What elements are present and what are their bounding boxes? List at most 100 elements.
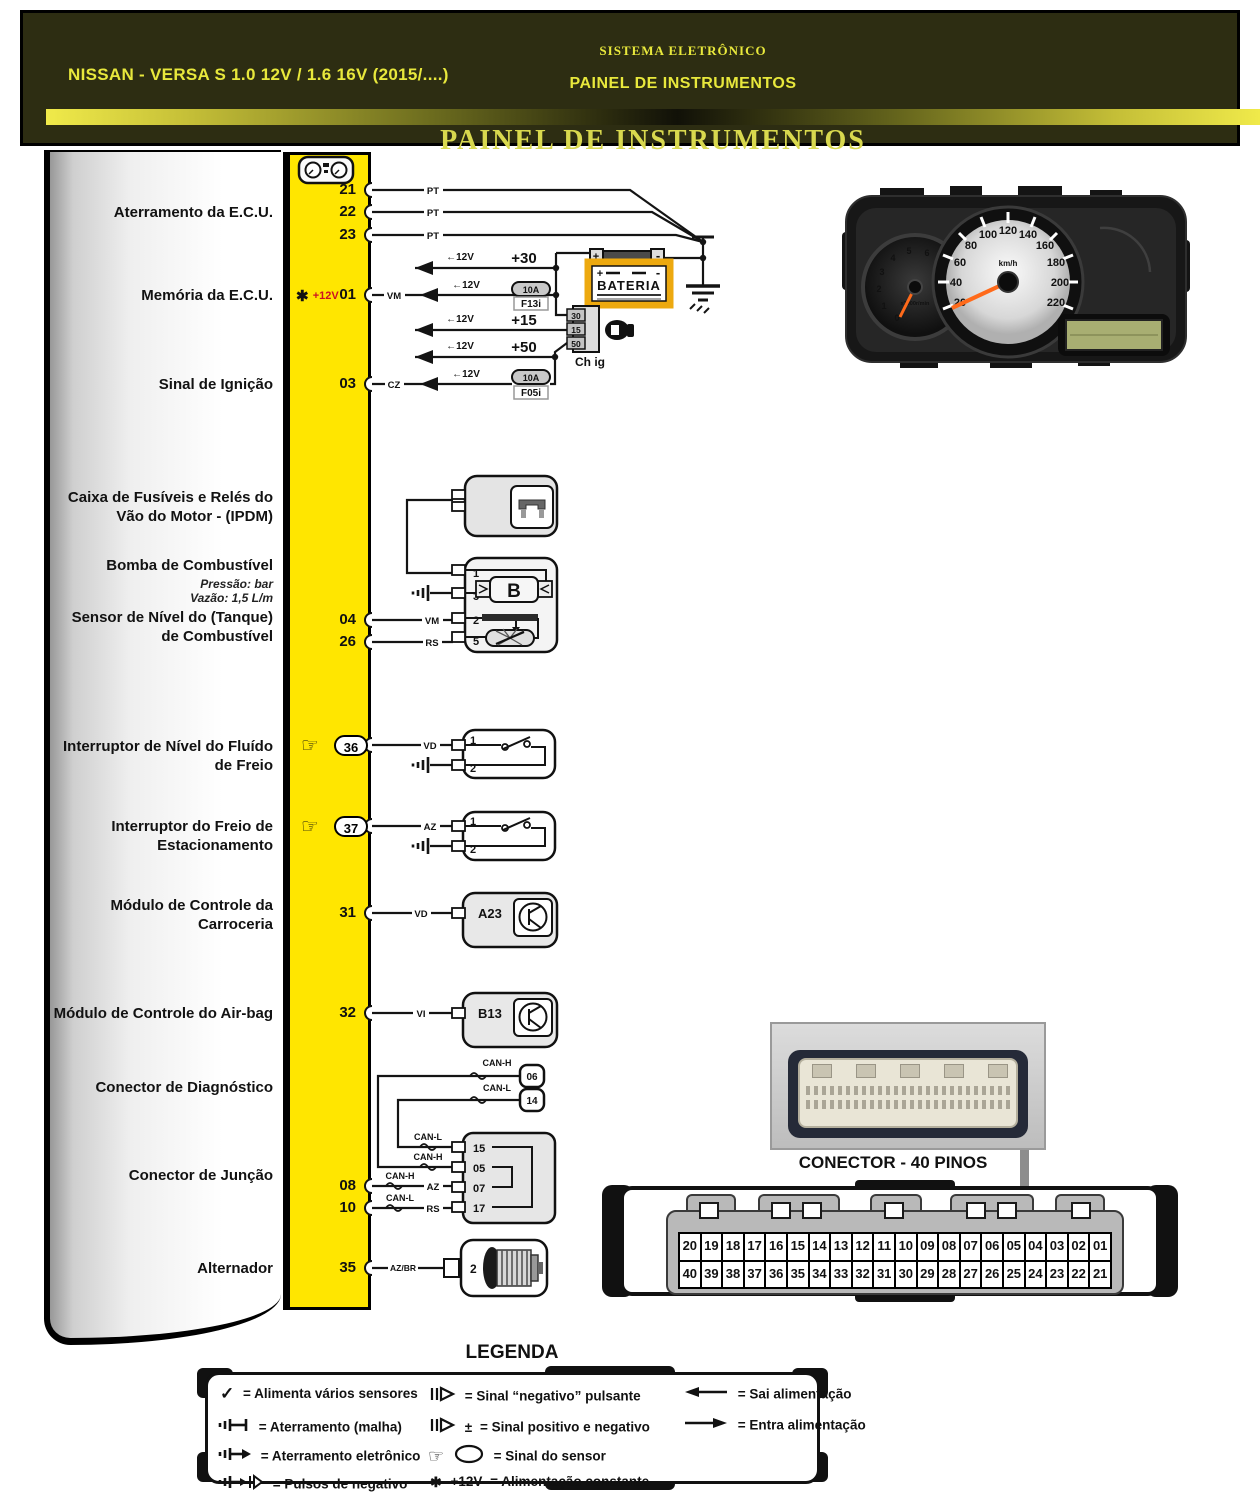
sai-alimentacao-arrows: ←12V ←12V ←12V ←12V ←12V: [415, 252, 480, 391]
svg-text:20: 20: [954, 297, 966, 309]
svg-text:80: 80: [965, 240, 977, 252]
pin-21: 21: [339, 181, 356, 198]
plus12v-label: +12V: [312, 290, 339, 302]
connector-keyway: [771, 1202, 791, 1219]
ecu-ground-wires: [372, 188, 714, 286]
legend-item-sai-alimentacao: = Sai alimentação: [683, 1384, 851, 1406]
connector-keyway: [966, 1202, 986, 1219]
pin-cell: 20: [680, 1234, 700, 1260]
pin-08: 08: [339, 1177, 356, 1194]
pin-cell: 06: [982, 1234, 1002, 1260]
svg-text:2: 2: [473, 615, 479, 627]
svg-text:5: 5: [906, 246, 911, 256]
sensor-signal-hand-icon: ☞: [301, 733, 319, 757]
svg-text:1: 1: [470, 735, 476, 747]
legend-item-entra-alimentacao: = Entra alimentação: [683, 1415, 866, 1437]
legend-title: LEGENDA: [465, 1342, 559, 1363]
pin-cell: 31: [874, 1261, 894, 1287]
svg-text:15: 15: [571, 325, 581, 335]
label-bomba: Bomba de Combustível: [106, 557, 273, 574]
connector-caption: CONECTOR - 40 PINOS: [798, 1153, 988, 1172]
svg-text:RS: RS: [425, 638, 438, 649]
plus-minus-sign: ±: [464, 1419, 473, 1435]
page-title: PAINEL DE INSTRUMENTOS: [440, 125, 866, 156]
pin-cell: 25: [1004, 1261, 1024, 1287]
junction-dots: [551, 238, 707, 361]
pin-26: 26: [339, 633, 356, 650]
svg-text:AZ: AZ: [427, 1182, 440, 1193]
brake-fluid-switch: VD 1 2: [372, 728, 557, 780]
connector-keyway: [884, 1202, 904, 1219]
svg-text:100: 100: [979, 229, 997, 241]
pin-cell: 35: [788, 1261, 808, 1287]
svg-text:+15: +15: [511, 312, 536, 329]
pt-wire-labels: PT PT PT: [424, 184, 443, 242]
svg-text:VM: VM: [425, 616, 439, 627]
svg-text:AZ: AZ: [424, 822, 437, 833]
svg-text:2: 2: [470, 1262, 477, 1276]
svg-text:VD: VD: [414, 909, 427, 920]
svg-text:B13: B13: [478, 1006, 502, 1021]
pin-cell: 21: [1090, 1261, 1110, 1287]
svg-text:+50: +50: [511, 339, 536, 356]
pulse-signal-icon: [428, 1384, 456, 1410]
ground-shield-icon: [216, 1415, 250, 1441]
svg-text:60: 60: [954, 257, 966, 269]
connector-keyway: [802, 1202, 822, 1219]
svg-text:←12V: ←12V: [452, 369, 480, 380]
svg-text:CAN-L: CAN-L: [414, 1132, 442, 1142]
svg-text:120: 120: [999, 225, 1017, 237]
pin-cell: 22: [1068, 1261, 1089, 1287]
svg-text:7: 7: [938, 257, 943, 267]
svg-text:PT: PT: [427, 186, 439, 197]
svg-text:5: 5: [473, 636, 479, 648]
svg-text:0: 0: [894, 313, 899, 323]
connector-photo-tooth: [856, 1064, 876, 1078]
label-ignicao: Sinal de Ignição: [158, 376, 273, 393]
power-feed-wires: [372, 251, 703, 386]
pin-cell: 04: [1025, 1234, 1046, 1260]
pin-cell: 16: [766, 1234, 786, 1260]
pin-cell: 36: [766, 1261, 786, 1287]
svg-text:17: 17: [473, 1203, 485, 1215]
connector-keyway: [997, 1202, 1017, 1219]
svg-text:PT: PT: [427, 231, 439, 242]
svg-text:←12V: ←12V: [446, 252, 474, 263]
pin-cell: 11: [874, 1234, 894, 1260]
arrow-left-icon: [683, 1384, 729, 1406]
pin-03: 03: [339, 375, 356, 392]
svg-text:2: 2: [876, 284, 881, 294]
svg-text:1: 1: [470, 816, 476, 828]
svg-text:CAN-H: CAN-H: [483, 1058, 512, 1068]
svg-text:15: 15: [473, 1143, 485, 1155]
svg-text:x1000r/min: x1000r/min: [901, 301, 930, 307]
pin-cell: 05: [1004, 1234, 1024, 1260]
pin-cell: 38: [723, 1261, 743, 1287]
svg-text:A23: A23: [478, 906, 502, 921]
svg-text:2: 2: [470, 763, 476, 775]
body-control-module: VD A23: [372, 891, 559, 949]
pin-01: 01: [339, 286, 356, 303]
svg-text:-: -: [656, 248, 660, 263]
svg-text:BATERIA: BATERIA: [597, 278, 661, 293]
svg-text:←12V: ←12V: [446, 314, 474, 325]
connector-photo-teeth-row: [806, 1086, 1010, 1095]
svg-text:3: 3: [879, 267, 884, 277]
svg-text:220: 220: [1047, 297, 1065, 309]
svg-text:4: 4: [890, 253, 895, 263]
svg-text:RS: RS: [426, 1204, 439, 1215]
svg-text:1: 1: [473, 568, 479, 580]
svg-text:VD: VD: [423, 741, 436, 752]
legend-item-negativo-pulsante: = Sinal “negativo” pulsante: [428, 1384, 641, 1410]
svg-text:160: 160: [1036, 240, 1054, 252]
pin-cell: 33: [831, 1261, 851, 1287]
arrow-right-icon: [683, 1415, 729, 1437]
pin-23: 23: [339, 226, 356, 243]
pin-cell: 01: [1090, 1234, 1110, 1260]
svg-text:VI: VI: [417, 1009, 426, 1020]
pin-cell: 13: [831, 1234, 851, 1260]
svg-text:14: 14: [526, 1096, 538, 1107]
sensor-signal-hand-icon: ☞: [301, 814, 319, 838]
